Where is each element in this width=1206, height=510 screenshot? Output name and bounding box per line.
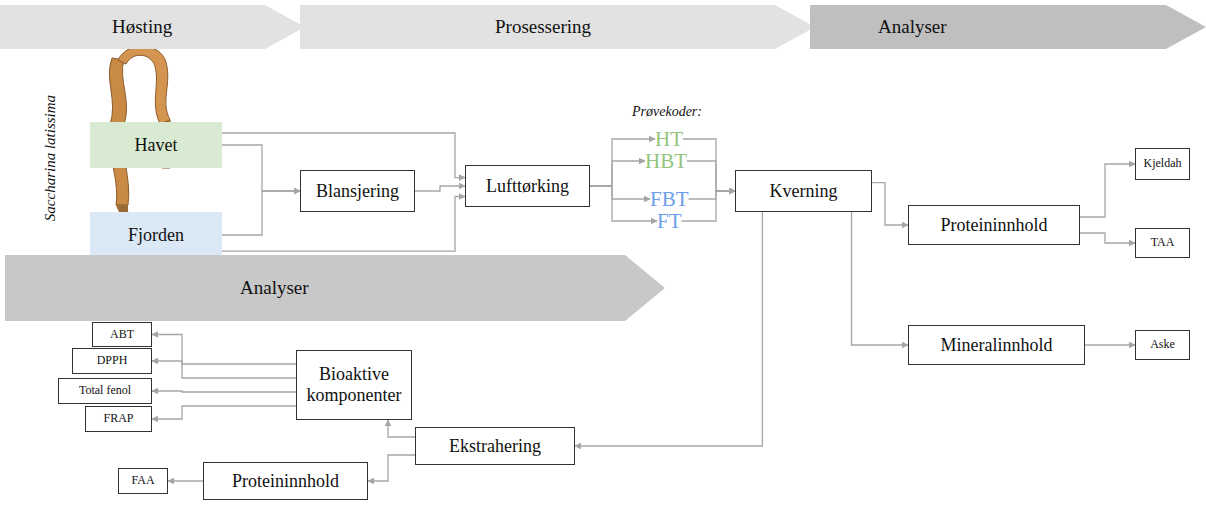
node-text: Ekstrahering [449,436,541,457]
sample-code: FT [657,210,682,232]
node-text: Total fenol [79,384,131,398]
node-text: FRAP [103,412,133,426]
flow-arrow [152,406,296,419]
method-box: FAA [118,468,168,494]
flow-arrow [1080,164,1135,217]
node-text: Kverning [770,181,838,202]
flow-arrow [590,161,645,186]
flow-arrow [852,212,909,345]
method-box: Aske [1135,330,1190,360]
method-box: DPPH [72,348,152,374]
method-box: FRAP [85,406,152,432]
flow-arrow [152,361,296,378]
sample-code: HBT [645,150,687,172]
flow-arrow [872,183,908,225]
node-text: Kjeldah [1144,157,1182,171]
flow-arrow [168,480,203,481]
node-text: Prosessering [495,16,591,38]
node-text: Høsting [112,16,172,38]
analysis-box: Proteininnhold [203,462,368,500]
sample-code: FBT [650,188,689,210]
analysis-box: Bioaktive komponenter [296,350,412,420]
node-text: Bioaktive komponenter [307,364,402,405]
analysis-box: Mineralinnhold [908,325,1085,365]
node-text: TAA [1151,236,1175,250]
flow-arrow [687,161,735,191]
process-box: Lufttørking [465,165,590,207]
node-text: Fjorden [128,225,184,246]
node-text: DPPH [97,354,128,368]
sample-code: HT [655,128,683,150]
process-box: Ekstrahering [415,427,575,465]
node-text: FT [657,209,682,233]
node-text: ABT [110,328,134,342]
phase-band: Prosessering [300,5,815,49]
node-text: FAA [131,474,154,488]
species-label: Saccharina latissima [42,95,59,221]
node-text: Mineralinnhold [941,335,1053,356]
method-box: ABT [92,322,152,347]
flow-arrow [683,139,735,191]
node-text: Lufttørking [486,176,569,197]
band-shape [5,255,665,321]
node-text: Analyser [878,16,947,38]
flow-arrow [590,186,657,221]
phase-band: Høsting [0,5,305,49]
node-text: Havet [135,135,178,156]
flow-arrow [222,145,300,191]
flow-arrow [152,335,296,365]
method-box: Total fenol [58,378,152,404]
source-box: Fjorden [90,212,222,258]
node-text: HT [655,127,683,151]
phase-band: Analyser [810,5,1206,49]
process-box: Kverning [735,170,872,212]
flow-arrow [682,191,736,221]
band-arrow [0,5,305,49]
node-text: Blansjering [316,181,399,202]
flow-arrow [152,391,296,392]
method-box: Kjeldah [1135,148,1190,180]
flow-arrow [1080,233,1135,243]
band-shape [810,5,1206,49]
flow-arrow [368,455,415,481]
flow-arrow [575,212,762,446]
flow-arrow [415,186,465,191]
band-arrow [5,255,665,321]
flow-arrow [388,420,415,437]
flow-arrow [222,191,300,235]
node-text: Proteininnhold [232,471,339,492]
method-box: TAA [1135,228,1190,258]
process-box: Blansjering [300,170,415,212]
node-text: Analyser [240,277,309,299]
flow-arrow [1085,344,1135,345]
flow-arrow [590,186,650,199]
code-heading: Prøvekoder: [632,104,702,120]
node-text: FBT [650,187,689,211]
source-box: Havet [90,122,222,168]
phase-band: Analyser [5,255,665,321]
analysis-box: Proteininnhold [908,205,1080,245]
node-text: Proteininnhold [941,215,1048,236]
node-text: HBT [645,149,687,173]
flow-arrow [689,191,736,199]
band-arrow [810,5,1206,49]
kelp-blade [118,46,170,124]
node-text: Aske [1150,338,1175,352]
band-arrow [300,5,815,49]
